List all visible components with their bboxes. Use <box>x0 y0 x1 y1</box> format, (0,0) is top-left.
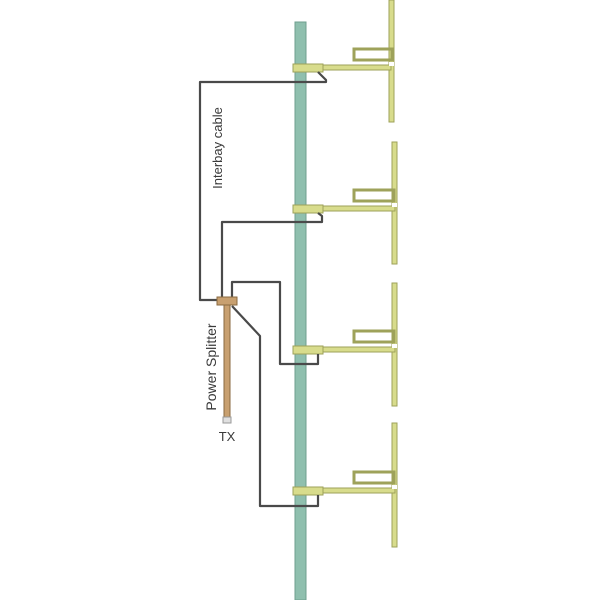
power-splitter-label: Power Splitter <box>203 323 219 410</box>
antenna-bay-4 <box>292 422 398 548</box>
interbay-cable-bay-2 <box>220 212 324 300</box>
mast-clamp <box>292 204 324 214</box>
tx-connector <box>222 416 232 424</box>
mast-clamp <box>292 345 324 355</box>
feed-box <box>352 470 396 485</box>
feed-box <box>352 329 396 344</box>
antenna-bay-3 <box>292 282 398 407</box>
mast <box>294 21 307 601</box>
cables <box>198 71 328 508</box>
interbay-cable-bay-1 <box>198 71 328 302</box>
power-splitter <box>216 296 238 424</box>
tx-label: TX <box>219 429 236 444</box>
insulator <box>392 344 397 348</box>
insulator <box>392 485 397 489</box>
insulator <box>392 203 397 207</box>
antenna-bay-1 <box>292 0 395 123</box>
interbay-cable-label: Interbay cable <box>210 107 225 189</box>
interbay-cable-bay-4 <box>231 305 320 508</box>
antenna-bay-2 <box>292 141 398 265</box>
mast-clamp <box>292 63 324 73</box>
splitter-body <box>223 301 231 419</box>
feed-box <box>352 47 394 62</box>
insulator <box>389 62 394 66</box>
feed-box <box>352 188 396 203</box>
interbay-cable-bay-3 <box>230 280 320 366</box>
splitter-head <box>216 296 238 306</box>
mast-clamp <box>292 486 324 496</box>
